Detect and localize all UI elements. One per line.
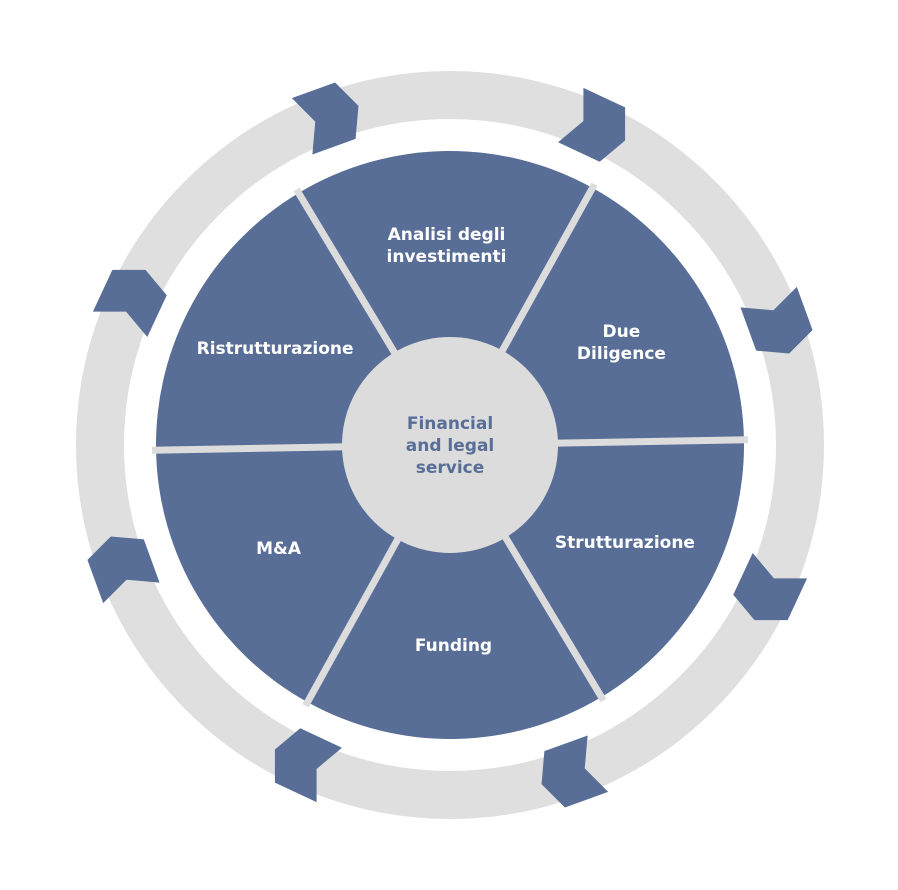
outer-cycle-ring: [76, 71, 824, 819]
chevron-right-icon: [92, 269, 167, 337]
chevron-right-icon: [740, 286, 813, 354]
segment-label-line: Funding: [415, 636, 492, 656]
outer-ring: [76, 71, 824, 819]
segment-label-ristrutturazione: Ristrutturazione: [197, 339, 354, 359]
chevron-right-icon: [87, 536, 160, 604]
chevron-right-icon: [541, 735, 609, 808]
segment-label-line: M&A: [256, 539, 302, 559]
segment-label-funding: Funding: [415, 636, 492, 656]
chevron-right-icon: [558, 87, 626, 162]
segment-label-ma: M&A: [256, 539, 302, 559]
hub-label-line: and legal: [406, 436, 495, 456]
cycle-arrows: [87, 82, 813, 808]
segment-label-line: Ristrutturazione: [197, 339, 354, 359]
segment-label-line: Due: [603, 322, 641, 342]
hub-label-line: Financial: [407, 414, 493, 434]
hub-circle: [342, 337, 558, 553]
hub-label-line: service: [416, 458, 485, 478]
segment-label-line: investimenti: [387, 247, 507, 267]
segment-label-strutturazione: Strutturazione: [555, 533, 695, 553]
chevron-right-icon: [733, 553, 808, 621]
segment-label-line: Strutturazione: [555, 533, 695, 553]
chevron-right-icon: [291, 82, 359, 155]
segment-analisi: [298, 150, 593, 445]
segment-label-line: Analisi degli: [388, 225, 506, 245]
segment-funding: [307, 445, 602, 739]
segment-label-line: Diligence: [577, 344, 666, 364]
chevron-right-icon: [274, 728, 342, 803]
